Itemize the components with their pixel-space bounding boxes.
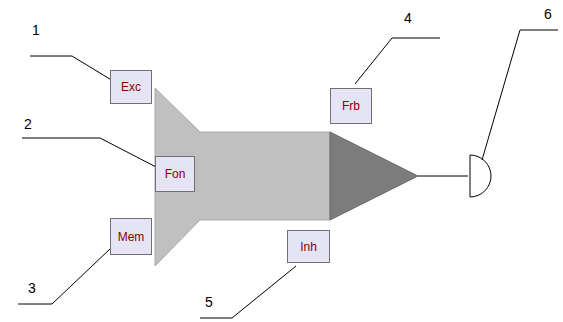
- leader-line: [482, 30, 558, 160]
- box-label: Fon: [165, 167, 186, 181]
- callout-number: 2: [24, 116, 32, 132]
- leader-line: [30, 56, 118, 84]
- signal-box: Exc: [110, 70, 152, 104]
- signal-box: Frb: [330, 88, 372, 124]
- leader-line: [200, 266, 296, 318]
- box-label: Frb: [342, 99, 360, 113]
- output-cone: [330, 132, 418, 220]
- callout-number: 1: [32, 22, 40, 38]
- callout-number: 5: [205, 294, 213, 310]
- body-shape: [155, 88, 330, 266]
- leader-lines: [18, 30, 558, 318]
- leader-line: [22, 138, 158, 168]
- signal-box: Inh: [287, 230, 330, 263]
- callout-number: 4: [404, 10, 412, 26]
- signal-box: Mem: [110, 218, 152, 255]
- output-lamp: [470, 155, 491, 197]
- signal-box: Fon: [155, 156, 195, 192]
- leader-line: [355, 38, 440, 84]
- box-label: Exc: [121, 80, 141, 94]
- output-wire: [418, 176, 468, 177]
- callout-number: 6: [544, 6, 552, 22]
- box-label: Inh: [300, 240, 317, 254]
- callout-number: 3: [28, 280, 36, 296]
- leader-line: [18, 248, 111, 304]
- box-label: Mem: [118, 230, 145, 244]
